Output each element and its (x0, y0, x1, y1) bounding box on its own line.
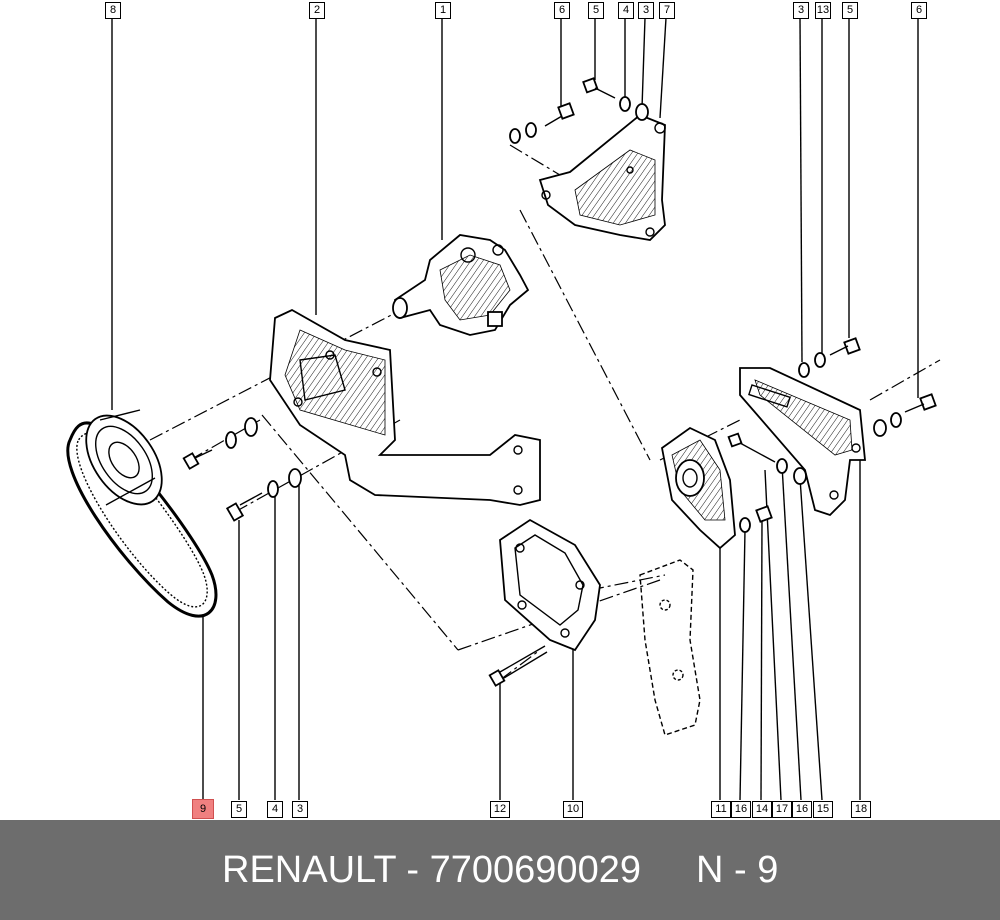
callout-top-11[interactable]: 5 (842, 2, 858, 19)
callout-top-2[interactable]: 2 (309, 2, 325, 19)
callout-bottom-4[interactable]: 3 (292, 801, 308, 818)
spacer-plate (499, 518, 601, 652)
callout-top-6[interactable]: 4 (618, 2, 634, 19)
callout-bottom-3[interactable]: 4 (267, 801, 283, 818)
fasteners (182, 77, 937, 687)
leader-lines (111, 17, 919, 801)
pump-bracket (269, 308, 541, 506)
callout-top-1[interactable]: 8 (105, 2, 121, 19)
adjuster-bracket (739, 367, 866, 517)
engine-block-outline (639, 559, 701, 736)
part-number-banner: RENAULT - 7700690029 N - 9 (0, 820, 1000, 920)
callout-top-8[interactable]: 7 (659, 2, 675, 19)
callout-top-9[interactable]: 3 (793, 2, 809, 19)
reference-label: N - 9 (696, 849, 779, 891)
callout-bottom-7[interactable]: 11 (711, 801, 731, 818)
part-number-text: RENAULT - 7700690029 (222, 849, 641, 891)
callout-bottom-12[interactable]: 15 (813, 801, 833, 818)
upper-bracket (538, 113, 666, 241)
pulley (85, 409, 163, 506)
callout-top-3[interactable]: 1 (435, 2, 451, 19)
tensioner-plate (661, 426, 736, 550)
callout-bottom-6[interactable]: 10 (563, 801, 583, 818)
callout-bottom-13[interactable]: 18 (851, 801, 871, 818)
power-steering-pump (392, 234, 530, 336)
callout-bottom-8[interactable]: 16 (731, 801, 751, 818)
exploded-view-diagram (66, 17, 941, 801)
callout-top-4[interactable]: 6 (554, 2, 570, 19)
callout-top-5[interactable]: 5 (588, 2, 604, 19)
callout-bottom-10[interactable]: 17 (772, 801, 792, 818)
callout-bottom-5[interactable]: 12 (490, 801, 510, 818)
callout-top-12[interactable]: 6 (911, 2, 927, 19)
callout-bottom-9[interactable]: 14 (752, 801, 772, 818)
callout-bottom-1-highlighted[interactable]: 9 (192, 799, 214, 819)
callout-top-7[interactable]: 3 (638, 2, 654, 19)
callout-bottom-2[interactable]: 5 (231, 801, 247, 818)
callout-bottom-11[interactable]: 16 (792, 801, 812, 818)
callout-top-10[interactable]: 13 (815, 2, 831, 19)
